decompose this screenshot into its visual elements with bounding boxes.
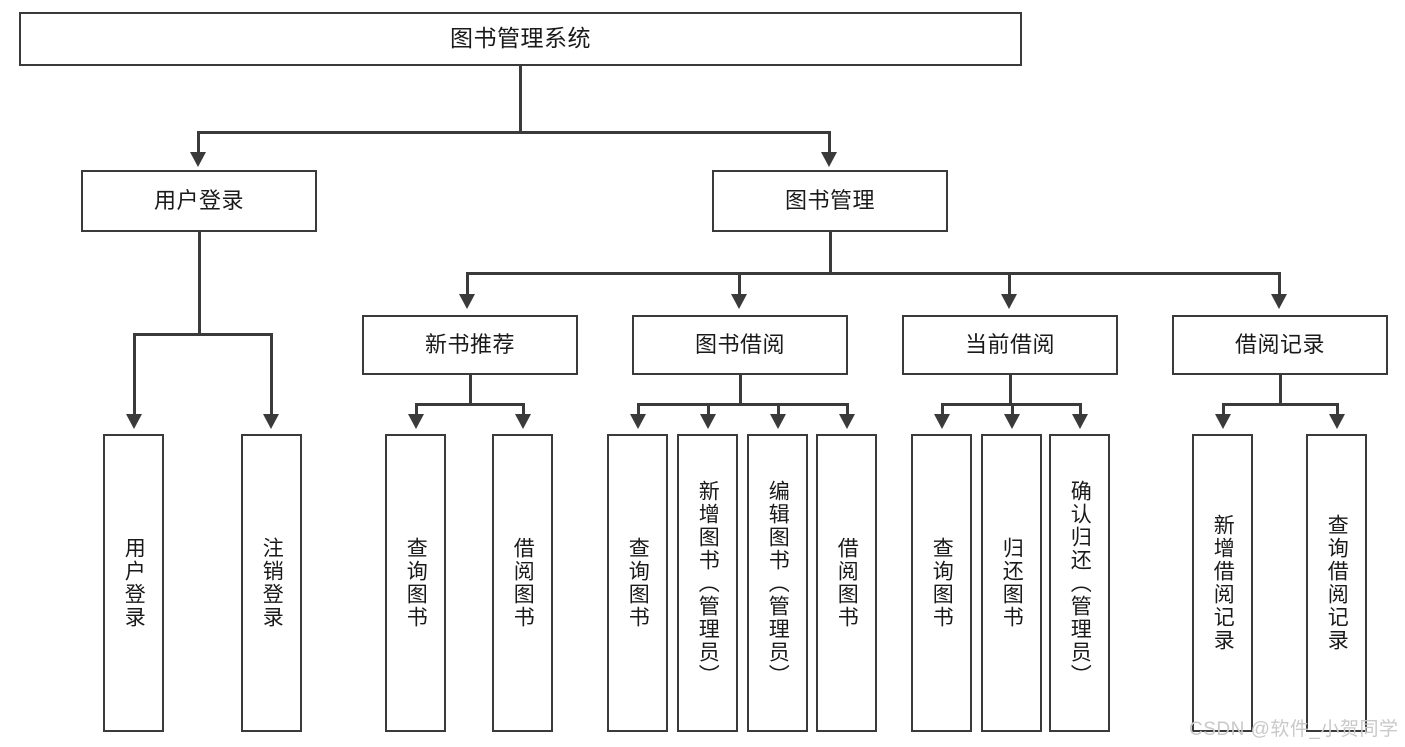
arrow-bm-to-current-borrow [1001,294,1017,309]
node-label: 用户登录 [153,187,244,213]
node-borrow-record[interactable]: 借阅记录 [1172,315,1388,375]
leaf-new-book-2[interactable]: 借阅图书 [492,434,553,732]
arrow-root-to-user-login [190,152,206,167]
node-label: 借阅记录 [1234,331,1325,357]
node-label: 新书推荐 [424,331,515,357]
connector-book-borrow-split-bar [637,403,848,406]
node-book-borrow[interactable]: 图书借阅 [632,315,848,375]
leaf-current-borrow-3[interactable]: 确认归还（管理员） [1049,434,1110,732]
leaf-current-borrow-2[interactable]: 归还图书 [981,434,1042,732]
node-label: 用户登录 [122,537,146,629]
node-label: 借阅图书 [835,537,859,629]
connector-book-management-split-bar [466,272,1281,275]
connector-root-stem [519,66,522,133]
connector-bm-to-borrow-record [1278,272,1281,297]
leaf-borrow-record-1[interactable]: 新增借阅记录 [1192,434,1253,732]
leaf-borrow-record-2[interactable]: 查询借阅记录 [1306,434,1367,732]
arrow-cb-to-leaf-3 [1072,414,1088,429]
connector-cb-to-leaf-1 [941,403,944,416]
arrow-bb-to-leaf-1 [630,414,646,429]
connector-nb-to-leaf-1 [415,403,418,416]
connector-bm-to-current-borrow [1008,272,1011,297]
node-label: 查询图书 [404,537,428,629]
connector-user-login-stem [198,232,201,336]
arrow-user-login-to-leaf-1 [126,414,142,429]
node-label: 借阅图书 [511,537,535,629]
node-user-login[interactable]: 用户登录 [81,170,317,232]
connector-new-book-stem [469,375,472,405]
node-label: 新增借阅记录 [1211,514,1235,652]
node-root-book-management-system[interactable]: 图书管理系统 [19,12,1022,66]
connector-br-to-leaf-1 [1222,403,1225,416]
connector-borrow-record-split-bar [1222,403,1339,406]
node-current-borrow[interactable]: 当前借阅 [902,315,1118,375]
node-book-management[interactable]: 图书管理 [712,170,948,232]
arrow-bm-to-book-borrow [731,294,747,309]
node-label: 图书管理系统 [450,25,591,52]
leaf-user-login-1[interactable]: 用户登录 [103,434,164,732]
arrow-cb-to-leaf-2 [1004,414,1020,429]
node-label: 图书管理 [784,187,875,213]
node-label: 确认归还（管理员） [1068,479,1092,687]
arrow-br-to-leaf-2 [1329,414,1345,429]
connector-bb-to-leaf-2 [707,403,710,416]
leaf-user-login-2[interactable]: 注销登录 [241,434,302,732]
connector-bb-to-leaf-3 [777,403,780,416]
connector-bb-to-leaf-1 [637,403,640,416]
leaf-new-book-1[interactable]: 查询图书 [385,434,446,732]
arrow-bb-to-leaf-3 [770,414,786,429]
node-label: 查询图书 [626,537,650,629]
node-label: 查询借阅记录 [1325,514,1349,652]
arrow-bm-to-borrow-record [1271,294,1287,309]
node-label: 当前借阅 [964,331,1055,357]
connector-book-management-stem [829,232,832,275]
connector-root-to-book-management [828,131,831,155]
arrow-nb-to-leaf-1 [408,414,424,429]
connector-borrow-record-stem [1279,375,1282,405]
arrow-user-login-to-leaf-2 [263,414,279,429]
leaf-book-borrow-1[interactable]: 查询图书 [607,434,668,732]
connector-nb-to-leaf-2 [522,403,525,416]
arrow-bb-to-leaf-4 [839,414,855,429]
connector-cb-to-leaf-2 [1011,403,1014,416]
leaf-book-borrow-3[interactable]: 编辑图书（管理员） [747,434,808,732]
node-label: 新增图书（管理员） [696,479,720,687]
connector-bm-to-book-borrow [738,272,741,297]
connector-current-borrow-stem [1009,375,1012,405]
connector-root-split-bar [197,131,831,134]
arrow-cb-to-leaf-1 [934,414,950,429]
connector-user-login-to-leaf-1 [133,333,136,416]
leaf-book-borrow-4[interactable]: 借阅图书 [816,434,877,732]
node-label: 编辑图书（管理员） [766,479,790,687]
leaf-book-borrow-2[interactable]: 新增图书（管理员） [677,434,738,732]
connector-book-borrow-stem [739,375,742,405]
arrow-root-to-book-management [821,152,837,167]
connector-root-to-user-login [197,131,200,155]
arrow-bb-to-leaf-2 [700,414,716,429]
arrow-bm-to-new-book [459,294,475,309]
node-label: 图书借阅 [694,331,785,357]
node-label: 注销登录 [260,537,284,629]
leaf-current-borrow-1[interactable]: 查询图书 [911,434,972,732]
arrow-nb-to-leaf-2 [515,414,531,429]
node-label: 归还图书 [1000,537,1024,629]
arrow-br-to-leaf-1 [1215,414,1231,429]
node-new-book-recommend[interactable]: 新书推荐 [362,315,578,375]
connector-cb-to-leaf-3 [1079,403,1082,416]
connector-bb-to-leaf-4 [846,403,849,416]
connector-bm-to-new-book [466,272,469,297]
node-label: 查询图书 [930,537,954,629]
connector-user-login-split-bar [133,333,273,336]
connector-br-to-leaf-2 [1336,403,1339,416]
connector-user-login-to-leaf-2 [270,333,273,416]
connector-new-book-split-bar [415,403,525,406]
